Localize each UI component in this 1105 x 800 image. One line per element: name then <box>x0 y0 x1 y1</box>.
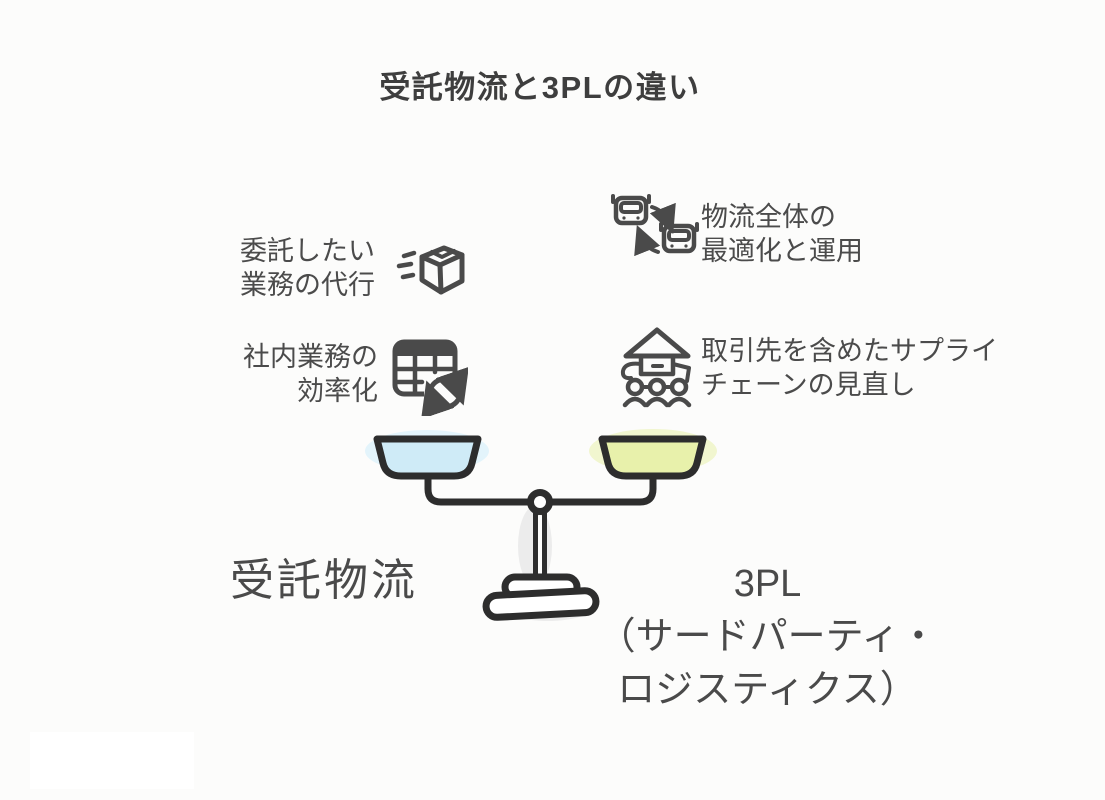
pivot <box>527 489 553 515</box>
left-item-2-text: 社内業務の 効率化 <box>168 340 378 408</box>
right-scale-label-line-1: 3PL <box>733 563 802 605</box>
right-scale-label-line-2: （サードパーティ・ <box>597 616 938 658</box>
left-scale-label: 受託物流 <box>230 556 418 605</box>
right-item-2-line-1: 取引先を含めたサプライ <box>701 336 998 366</box>
package-icon <box>394 240 466 302</box>
right-scale-label: 3PL （サードパーティ・ ロジスティクス） <box>585 558 950 717</box>
left-item-2-line-2: 効率化 <box>297 376 378 406</box>
balance-scale <box>350 413 750 628</box>
page-title: 受託物流と3PLの違い <box>379 70 701 105</box>
right-arm <box>536 469 657 506</box>
trucks-cycle-icon <box>606 192 706 262</box>
right-item-1-text: 物流全体の 最適化と運用 <box>701 200 921 268</box>
left-item-1-line-1: 委託したい <box>240 236 375 266</box>
right-item-1-line-2: 最適化と運用 <box>701 236 863 266</box>
left-item-2-line-1: 社内業務の <box>243 342 378 372</box>
right-pan <box>598 435 707 480</box>
right-item-2-line-2: チェーンの見直し <box>701 370 916 400</box>
left-arm <box>424 469 544 506</box>
house-team-icon <box>612 324 702 409</box>
left-item-1-line-2: 業務の代行 <box>240 270 375 300</box>
corner-highlight-rect <box>30 732 194 789</box>
base-lower <box>482 587 600 621</box>
right-item-1-line-1: 物流全体の <box>701 202 836 232</box>
table-refresh-icon <box>390 334 468 416</box>
right-item-2-text: 取引先を含めたサプライ チェーンの見直し <box>701 334 1011 402</box>
left-pan <box>373 435 482 480</box>
right-scale-label-line-3: ロジスティクス） <box>617 669 918 711</box>
left-item-1-text: 委託したい 業務の代行 <box>168 234 375 302</box>
